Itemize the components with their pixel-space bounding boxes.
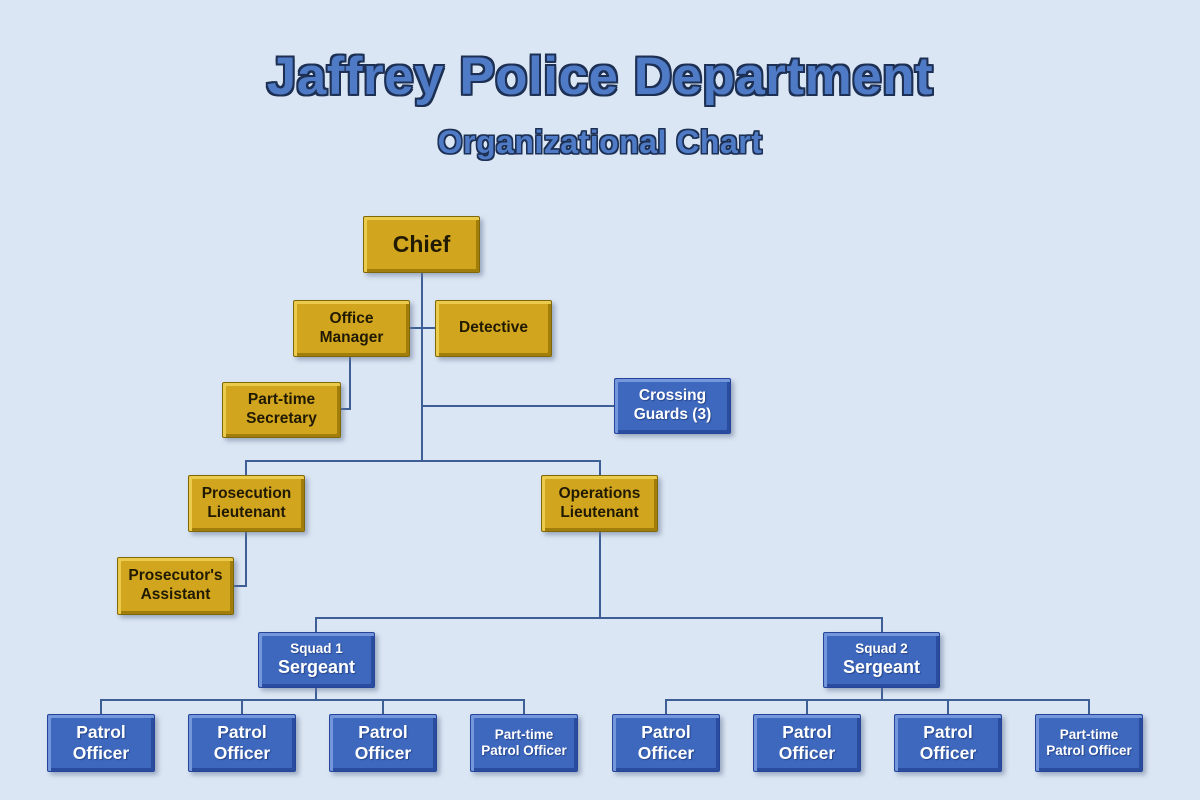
node-label: Patrol xyxy=(358,721,408,742)
connector-squad2-drop xyxy=(881,617,883,632)
connector-operations-trunk xyxy=(599,532,601,619)
connector-secretary-h xyxy=(341,408,351,410)
node-label: Sergeant xyxy=(277,657,356,678)
node-label: Patrol xyxy=(782,721,832,742)
node-patrol-officer-3: Patrol Officer xyxy=(329,714,437,772)
node-label: Crossing xyxy=(638,387,707,405)
node-label: Patrol Officer xyxy=(481,743,567,758)
node-label: Lieutenant xyxy=(207,503,286,521)
connector-squad2-row-h xyxy=(665,699,1090,701)
page-title: Jaffrey Police Department xyxy=(266,47,934,106)
node-label: Officer xyxy=(72,743,130,763)
connector-squad1-drop xyxy=(315,617,317,632)
node-part-time-patrol-officer-2: Part-time Patrol Officer xyxy=(1035,714,1143,772)
node-patrol-officer-2: Patrol Officer xyxy=(188,714,296,772)
connector-operations-drop xyxy=(599,460,601,475)
connector-crossing-guards xyxy=(422,405,614,407)
node-label: Officer xyxy=(778,743,836,763)
node-label: Patrol Officer xyxy=(1046,743,1132,758)
connector-assistant-h xyxy=(234,585,247,587)
connector-squad1-officer2-drop xyxy=(241,699,243,714)
connector-squad2-trunk xyxy=(881,688,883,701)
node-label: Officer xyxy=(637,743,695,763)
connector-squad1-row-h xyxy=(100,699,525,701)
connector-squad2-officer2-drop xyxy=(806,699,808,714)
connector-assistant-v xyxy=(245,532,247,587)
connector-prosecution-drop xyxy=(245,460,247,475)
node-crossing-guards: Crossing Guards (3) xyxy=(614,378,731,434)
connector-squad2-officer4-drop xyxy=(1088,699,1090,714)
node-operations-lieutenant: Operations Lieutenant xyxy=(541,475,658,532)
connector-sergeants-h xyxy=(315,617,883,619)
node-label: Assistant xyxy=(140,586,211,603)
connector-chief-trunk xyxy=(421,273,423,462)
node-label: Manager xyxy=(319,328,384,346)
node-label: Operations xyxy=(558,484,641,502)
node-prosecutors-assistant: Prosecutor's Assistant xyxy=(117,557,234,615)
node-label: Patrol xyxy=(641,721,691,742)
connector-squad1-officer1-drop xyxy=(100,699,102,714)
node-squad2-sergeant: Squad 2 Sergeant xyxy=(823,632,940,688)
node-squad1-sergeant: Squad 1 Sergeant xyxy=(258,632,375,688)
connector-lieutenants-h xyxy=(245,460,601,462)
node-label: Squad 1 xyxy=(290,640,343,656)
connector-officemanager-detective xyxy=(410,327,435,329)
page-subtitle: Organizational Chart xyxy=(437,124,763,160)
node-prosecution-lieutenant: Prosecution Lieutenant xyxy=(188,475,305,532)
node-patrol-officer-4: Patrol Officer xyxy=(612,714,720,772)
node-label: Patrol xyxy=(76,721,126,742)
node-chief: Chief xyxy=(363,216,480,273)
connector-squad2-officer1-drop xyxy=(665,699,667,714)
connector-squad1-officer4-drop xyxy=(523,699,525,714)
connector-squad1-officer3-drop xyxy=(382,699,384,714)
connector-squad1-trunk xyxy=(315,688,317,701)
node-patrol-officer-6: Patrol Officer xyxy=(894,714,1002,772)
node-label: Guards (3) xyxy=(633,406,712,423)
node-label: Office xyxy=(329,309,374,327)
node-label: Officer xyxy=(919,743,977,763)
node-label: Part-time xyxy=(494,726,554,742)
node-label: Detective xyxy=(459,319,528,337)
node-detective: Detective xyxy=(435,300,552,357)
node-label: Prosecution xyxy=(201,484,292,502)
node-label: Secretary xyxy=(246,410,317,427)
node-part-time-secretary: Part-time Secretary xyxy=(222,382,341,438)
node-label: Part-time xyxy=(247,391,316,409)
node-label: Squad 2 xyxy=(855,640,908,656)
node-label: Part-time xyxy=(1059,726,1119,742)
node-patrol-officer-1: Patrol Officer xyxy=(47,714,155,772)
node-label: Prosecutor's xyxy=(128,567,223,585)
connector-squad2-officer3-drop xyxy=(947,699,949,714)
node-label: Officer xyxy=(354,743,412,763)
node-label: Patrol xyxy=(217,721,267,742)
node-label: Patrol xyxy=(923,721,973,742)
node-label: Chief xyxy=(392,231,451,258)
node-label: Lieutenant xyxy=(560,503,639,521)
node-patrol-officer-5: Patrol Officer xyxy=(753,714,861,772)
node-label: Sergeant xyxy=(842,657,921,678)
connector-secretary-v xyxy=(349,357,351,410)
node-part-time-patrol-officer-1: Part-time Patrol Officer xyxy=(470,714,578,772)
node-office-manager: Office Manager xyxy=(293,300,410,357)
node-label: Officer xyxy=(213,743,271,763)
